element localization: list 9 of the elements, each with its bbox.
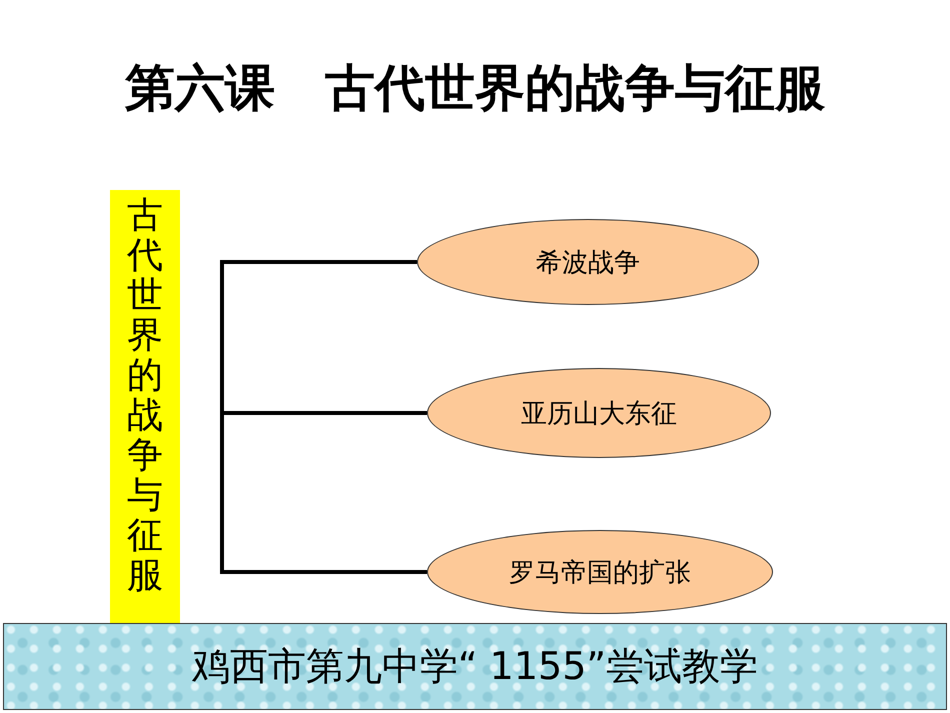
- connector-line: [222, 260, 417, 264]
- title: 第六课 古代世界的战争与征服: [124, 57, 826, 119]
- topic-ellipse: 亚历山大东征: [427, 368, 771, 458]
- school-banner: 鸡西市第九中学“ 1155”尝试教学: [3, 623, 947, 710]
- title-bar: 古代世界的战争与征服: [110, 190, 180, 623]
- connector-line: [222, 570, 427, 574]
- topic-ellipse: 罗马帝国的扩张: [427, 530, 773, 614]
- topic-ellipse: 希波战争: [417, 219, 759, 305]
- connector-line: [222, 411, 427, 415]
